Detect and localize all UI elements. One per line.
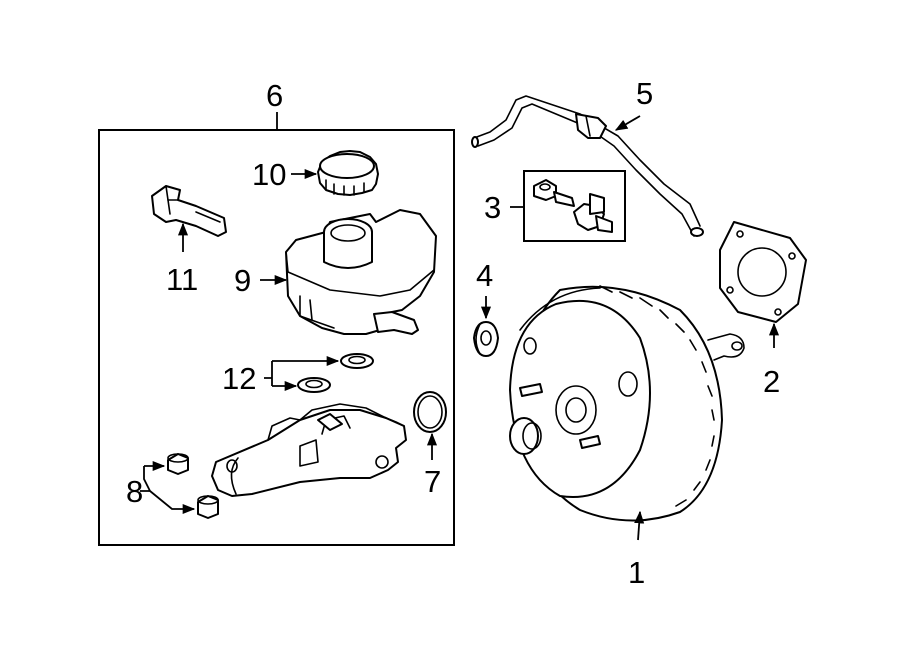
master-cylinder [211,403,407,497]
check-valve-grommet [473,321,499,357]
vacuum-hose [471,95,704,237]
callout-2: 2 [763,364,780,399]
check-valve-bolt [533,179,575,207]
reservoir-cap [317,150,379,196]
master-cylinder-o-ring [413,391,447,433]
callout-4: 4 [476,258,493,293]
reservoir-grommet-upper [340,353,374,369]
callout-9: 9 [234,263,251,298]
check-valve [573,193,613,233]
booster-gasket [719,221,807,323]
callout-1: 1 [628,555,645,590]
fluid-level-sensor [151,185,227,237]
callout-3: 3 [484,190,501,225]
master-cylinder-seal-lower [197,495,219,519]
reservoir-grommet-lower [297,377,331,393]
callout-8: 8 [126,474,143,509]
callout-11: 11 [166,262,198,297]
callout-5: 5 [636,76,653,111]
callout-6: 6 [266,78,283,113]
callout-12: 12 [222,361,256,396]
master-cylinder-seal-upper [167,453,189,475]
check-valve-box [523,170,626,242]
callout-7: 7 [424,464,441,499]
brake-booster [509,285,745,522]
callout-10: 10 [252,157,286,192]
fluid-reservoir [285,209,437,335]
